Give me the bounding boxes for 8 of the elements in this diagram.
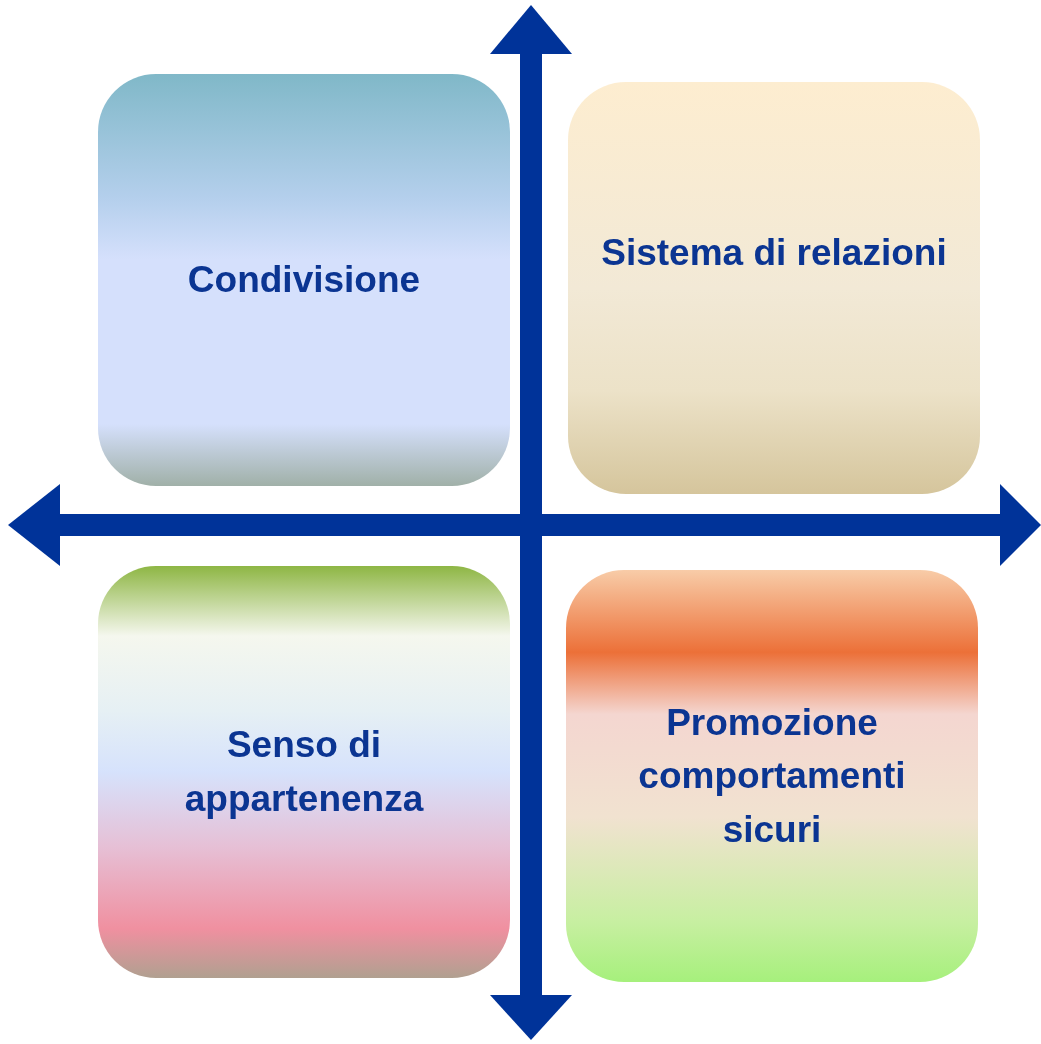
rounded-box bbox=[98, 74, 510, 486]
box-label: Promozione comportamenti sicuri bbox=[637, 700, 907, 852]
rounded-box bbox=[98, 566, 510, 978]
box-label: Condivisione bbox=[187, 258, 421, 303]
box-label: Sistema di relazioni bbox=[601, 231, 947, 276]
rounded-box bbox=[568, 82, 980, 494]
rounded-box bbox=[566, 570, 978, 982]
box-label: Senso di appartenenza bbox=[183, 723, 425, 821]
